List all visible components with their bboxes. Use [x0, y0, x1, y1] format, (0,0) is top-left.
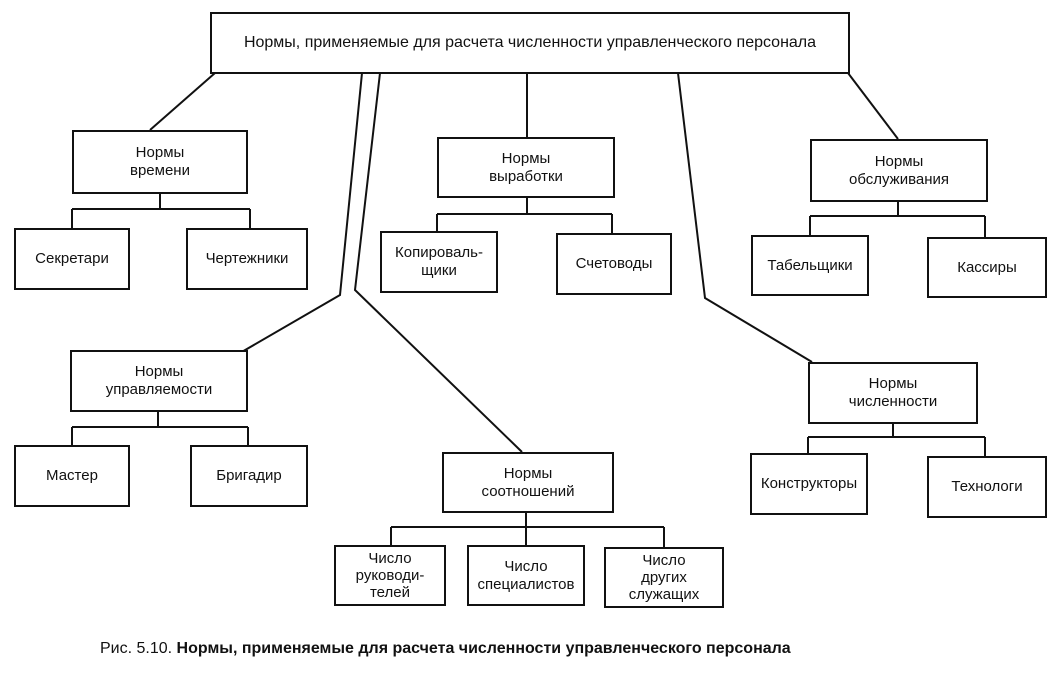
caption-title: Нормы, применяемые для расчета численнос… — [176, 640, 791, 657]
node-ratio-norms: Нормы соотношений — [442, 452, 614, 513]
node-foreman: Мастер — [14, 445, 130, 507]
caption-prefix: Рис. 5.10. — [100, 640, 173, 657]
node-headcount-norms: Нормы численности — [808, 362, 978, 424]
node-service-norms: Нормы обслуживания — [810, 139, 988, 202]
node-accountants: Счетоводы — [556, 233, 672, 295]
node-output-norms: Нормы выработки — [437, 137, 615, 198]
node-team-leader: Бригадир — [190, 445, 308, 507]
node-secretaries: Секретари — [14, 228, 130, 290]
node-other-employees-count: Число других служащих — [604, 547, 724, 608]
root-node: Нормы, применяемые для расчета численнос… — [210, 12, 850, 74]
figure-caption: Рис. 5.10. Нормы, применяемые для расчет… — [100, 640, 791, 658]
node-copyists: Копироваль- щики — [380, 231, 498, 293]
node-timekeepers: Табельщики — [751, 235, 869, 296]
node-specialists-count: Число специалистов — [467, 545, 585, 606]
node-managers-count: Число руководи- телей — [334, 545, 446, 606]
node-cashiers: Кассиры — [927, 237, 1047, 298]
node-designers: Конструкторы — [750, 453, 868, 515]
node-draftsmen: Чертежники — [186, 228, 308, 290]
node-time-norms: Нормы времени — [72, 130, 248, 194]
node-manageability-norms: Нормы управляемости — [70, 350, 248, 412]
node-technologists: Технологи — [927, 456, 1047, 518]
